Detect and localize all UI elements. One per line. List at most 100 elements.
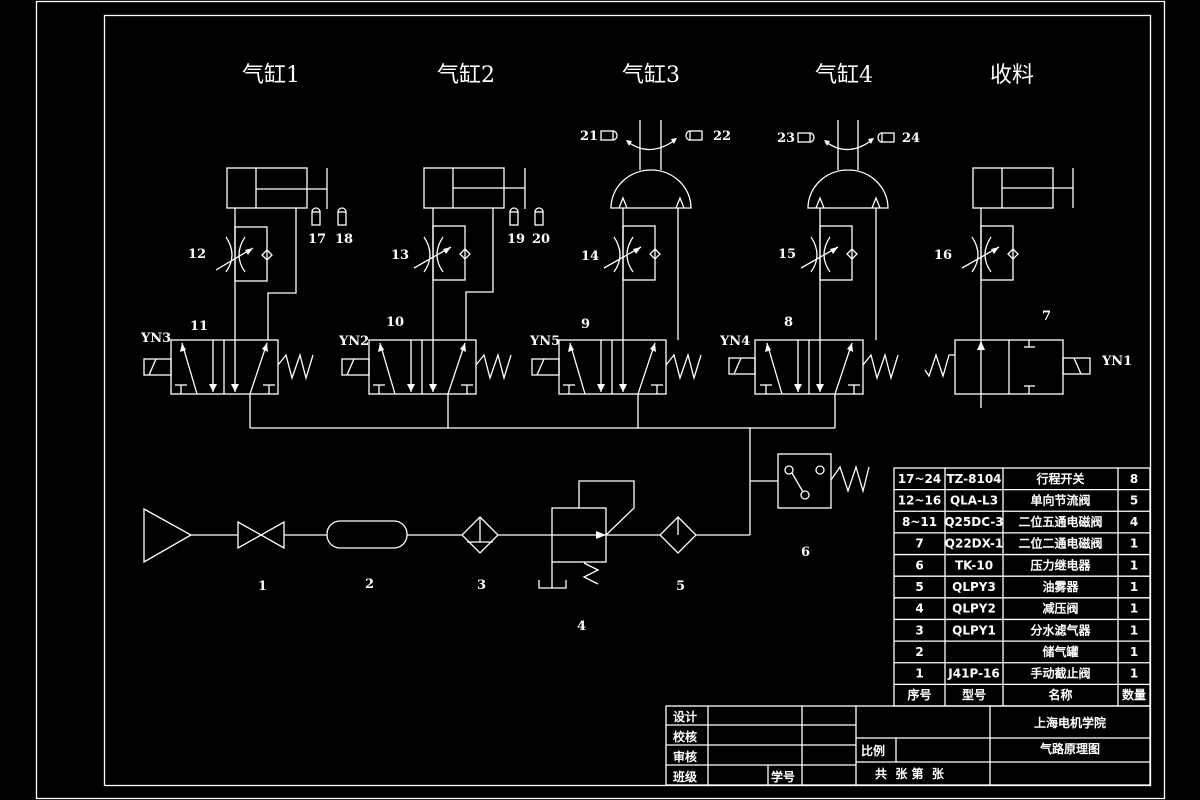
limit-switch-icon bbox=[509, 207, 544, 226]
station-4: 23 24 15 8 YN4 bbox=[719, 120, 920, 428]
part-label-4: 4 bbox=[577, 619, 586, 634]
table-header-cell: 序号 bbox=[907, 687, 931, 702]
switch-label: 17 bbox=[308, 232, 326, 247]
table-cell: 5 bbox=[1130, 493, 1138, 507]
solenoid-label: YN5 bbox=[529, 334, 560, 349]
throttle-label: 13 bbox=[391, 248, 409, 263]
station-3: 21 22 14 9 YN5 bbox=[529, 120, 731, 428]
throttle-check-valve-icon bbox=[603, 225, 661, 281]
two-way-valve-icon bbox=[924, 339, 1091, 395]
throttle-label: 15 bbox=[778, 247, 796, 262]
table-cell: 二位五通电磁阀 bbox=[1018, 514, 1102, 529]
cylinder-2 bbox=[423, 167, 526, 209]
switch-label: 20 bbox=[532, 232, 550, 247]
table-cell: QLA-L3 bbox=[950, 493, 998, 507]
table-cell: 8~11 bbox=[902, 515, 937, 529]
label-review: 审核 bbox=[673, 749, 697, 764]
cylinder-1 bbox=[226, 167, 328, 209]
throttle-check-valve-icon bbox=[961, 225, 1019, 281]
limit-switch-icon bbox=[797, 132, 895, 143]
table-cell: Q22DX-1 bbox=[945, 537, 1003, 551]
label-sheets: 共 张 第 张 bbox=[875, 766, 945, 781]
part-label-2: 2 bbox=[365, 577, 374, 592]
station-1: 17 18 12 11 YN3 bbox=[140, 167, 353, 428]
station-2: 19 20 13 10 YN2 bbox=[338, 167, 550, 428]
table-cell: 1 bbox=[1130, 580, 1138, 594]
switch-label: 22 bbox=[713, 129, 731, 144]
inner-frame bbox=[103, 14, 1152, 787]
limit-switch-icon bbox=[600, 130, 703, 141]
switch-label: 21 bbox=[580, 129, 598, 144]
rotary-actuator-3 bbox=[610, 120, 692, 209]
table-cell: 分水滤气器 bbox=[1030, 622, 1091, 637]
valve-label: 11 bbox=[190, 319, 208, 334]
table-cell: 1 bbox=[1130, 623, 1138, 637]
label-design: 设计 bbox=[673, 709, 697, 724]
throttle-label: 12 bbox=[188, 247, 206, 262]
shutoff-valve-icon bbox=[237, 520, 327, 550]
valve-label: 7 bbox=[1042, 309, 1051, 324]
five-way-valve-icon bbox=[531, 339, 702, 395]
rotary-actuator-4 bbox=[807, 120, 889, 209]
table-cell: 1 bbox=[1130, 558, 1138, 572]
table-cell: 二位二通电磁阀 bbox=[1018, 536, 1102, 551]
cylinder-5 bbox=[972, 167, 1074, 209]
throttle-check-valve-icon bbox=[800, 225, 858, 281]
outer-frame bbox=[35, 0, 1166, 800]
switch-label: 19 bbox=[507, 232, 525, 247]
label-scale: 比例 bbox=[861, 743, 885, 758]
air-tank-icon bbox=[326, 520, 462, 549]
solenoid-label: YN3 bbox=[140, 331, 171, 346]
valve-label: 9 bbox=[581, 317, 590, 332]
table-header-cell: 名称 bbox=[1048, 687, 1072, 702]
throttle-check-valve-icon bbox=[215, 226, 273, 282]
part-label-6: 6 bbox=[801, 545, 810, 560]
table-cell: Q25DC-3 bbox=[944, 515, 1003, 529]
table-cell: 1 bbox=[1130, 602, 1138, 616]
label-class: 班级 bbox=[673, 769, 697, 784]
table-cell: 17~24 bbox=[898, 472, 941, 486]
table-cell: 手动截止阀 bbox=[1030, 666, 1090, 681]
five-way-valve-icon bbox=[341, 339, 512, 395]
five-way-valve-icon bbox=[143, 339, 314, 395]
table-cell: TZ-8104 bbox=[946, 472, 1001, 486]
air-source-icon bbox=[143, 507, 238, 564]
table-cell: 6 bbox=[915, 558, 923, 572]
station-title-5: 收料 bbox=[990, 63, 1034, 88]
solenoid-label: YN1 bbox=[1101, 354, 1132, 369]
table-cell: 1 bbox=[1130, 645, 1138, 659]
table-cell: 12~16 bbox=[898, 493, 941, 507]
throttle-label: 16 bbox=[934, 248, 952, 263]
table-cell: 3 bbox=[915, 623, 923, 637]
table-cell: 压力继电器 bbox=[1030, 557, 1091, 572]
table-cell: 1 bbox=[1130, 537, 1138, 551]
drawing-name: 气路原理图 bbox=[1039, 741, 1100, 756]
table-cell: QLPY1 bbox=[952, 623, 996, 637]
switch-label: 23 bbox=[777, 131, 795, 146]
station-title-3: 气缸3 bbox=[622, 63, 680, 88]
pressure-switch-icon bbox=[777, 453, 870, 509]
valve-label: 10 bbox=[386, 315, 404, 330]
solenoid-label: YN2 bbox=[338, 334, 369, 349]
table-cell: 行程开关 bbox=[1035, 471, 1084, 486]
five-way-valve-icon bbox=[728, 339, 899, 395]
table-cell: 1 bbox=[1130, 667, 1138, 681]
school-name: 上海电机学院 bbox=[1034, 715, 1106, 730]
table-cell: 4 bbox=[1130, 515, 1138, 529]
table-cell: J41P-16 bbox=[947, 667, 999, 681]
table-header-cell: 型号 bbox=[962, 687, 986, 702]
table-cell: TK-10 bbox=[955, 558, 993, 572]
limit-switch-icon bbox=[311, 207, 347, 226]
solenoid-label: YN4 bbox=[719, 334, 750, 349]
table-cell: 减压阀 bbox=[1042, 601, 1078, 616]
throttle-check-valve-icon bbox=[413, 225, 471, 281]
station-title-4: 气缸4 bbox=[815, 63, 873, 88]
valve-label: 8 bbox=[784, 315, 793, 330]
water-separator-filter-icon bbox=[461, 516, 552, 554]
part-label-3: 3 bbox=[477, 578, 486, 593]
station-title-1: 气缸1 bbox=[242, 63, 300, 88]
lubricator-icon bbox=[659, 516, 750, 554]
table-cell: 7 bbox=[915, 537, 923, 551]
